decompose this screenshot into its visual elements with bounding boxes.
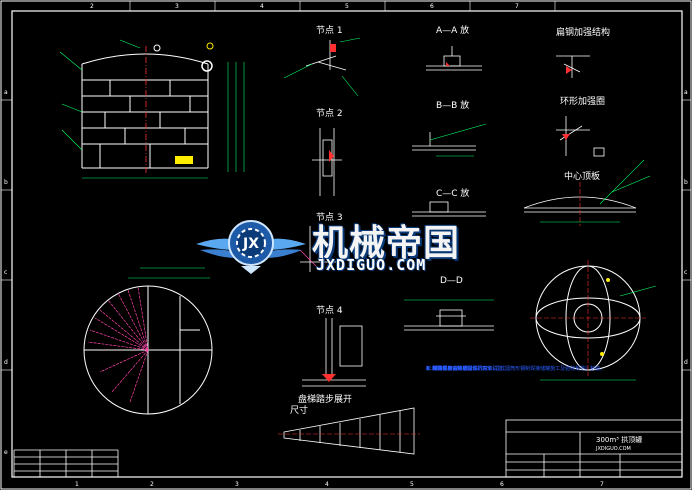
drawing-subtitle: JXDIGUO.COM (596, 446, 631, 452)
note-line: 5. 罐内外表面除锈后涂防腐漆。 (426, 366, 498, 372)
drawing-title: 300m³ 拱顶罐 (596, 436, 643, 444)
ring-detail-label: 环形加强圈 (560, 97, 606, 107)
ladder-development-label: 盘梯踏步展开 (298, 395, 353, 405)
svg-text:b: b (4, 179, 8, 186)
svg-text:6: 6 (500, 481, 504, 488)
svg-text:JX: JX (242, 236, 259, 252)
svg-text:3: 3 (175, 3, 179, 10)
notes-title: 技术要求 (426, 366, 447, 372)
svg-text:6: 6 (430, 3, 434, 10)
svg-text:b: b (684, 179, 688, 186)
svg-text:7: 7 (600, 481, 604, 488)
section-cc-label: C—C 放 (436, 189, 470, 199)
svg-text:5: 5 (345, 3, 349, 10)
svg-text:7: 7 (515, 3, 519, 10)
svg-text:4: 4 (260, 3, 264, 10)
ladder-size-label: 尺寸 (290, 406, 309, 416)
section-aa-label: A—A 放 (436, 26, 470, 36)
note-line: 3. 焊接采用手工电弧焊。 (426, 366, 483, 372)
note-line: 4. 罐体焊接完毕后应进行充水试验。 (426, 366, 508, 372)
svg-text:c: c (4, 269, 7, 276)
svg-text:a: a (4, 89, 8, 96)
watermark-logo-icon: JX (196, 220, 306, 274)
detail-1-label: 节点 1 (316, 26, 343, 36)
detail-4-label: 节点 4 (316, 306, 343, 316)
section-dd-label: D—D (440, 276, 463, 286)
watermark-domain-text: JXDIGUO.COM (316, 256, 427, 274)
svg-text:2: 2 (150, 481, 154, 488)
svg-text:2: 2 (90, 3, 94, 10)
svg-text:d: d (4, 359, 8, 366)
svg-text:5: 5 (410, 481, 414, 488)
svg-text:d: d (684, 359, 688, 366)
note-line: 2. 材料须有合格证。 (426, 366, 473, 372)
section-bb-label: B—B 放 (436, 101, 470, 111)
detail-2-label: 节点 2 (316, 109, 343, 119)
svg-text:c: c (684, 269, 687, 276)
svg-text:4: 4 (325, 481, 329, 488)
svg-text:e: e (4, 449, 8, 456)
center-plate-label: 中心顶板 (564, 172, 601, 182)
watermark-chinese-text: 机械帝国 (312, 223, 461, 264)
detail-3-label: 节点 3 (316, 213, 343, 223)
top-right-detail-label: 扁钢加强结构 (556, 28, 611, 38)
svg-text:1: 1 (75, 481, 79, 488)
svg-text:a: a (684, 89, 688, 96)
note-line: 1. 本设备按GB50128-2005《立式圆筒形钢制焊接储罐施工及验收规范》制… (426, 366, 606, 372)
svg-text:3: 3 (235, 481, 239, 488)
